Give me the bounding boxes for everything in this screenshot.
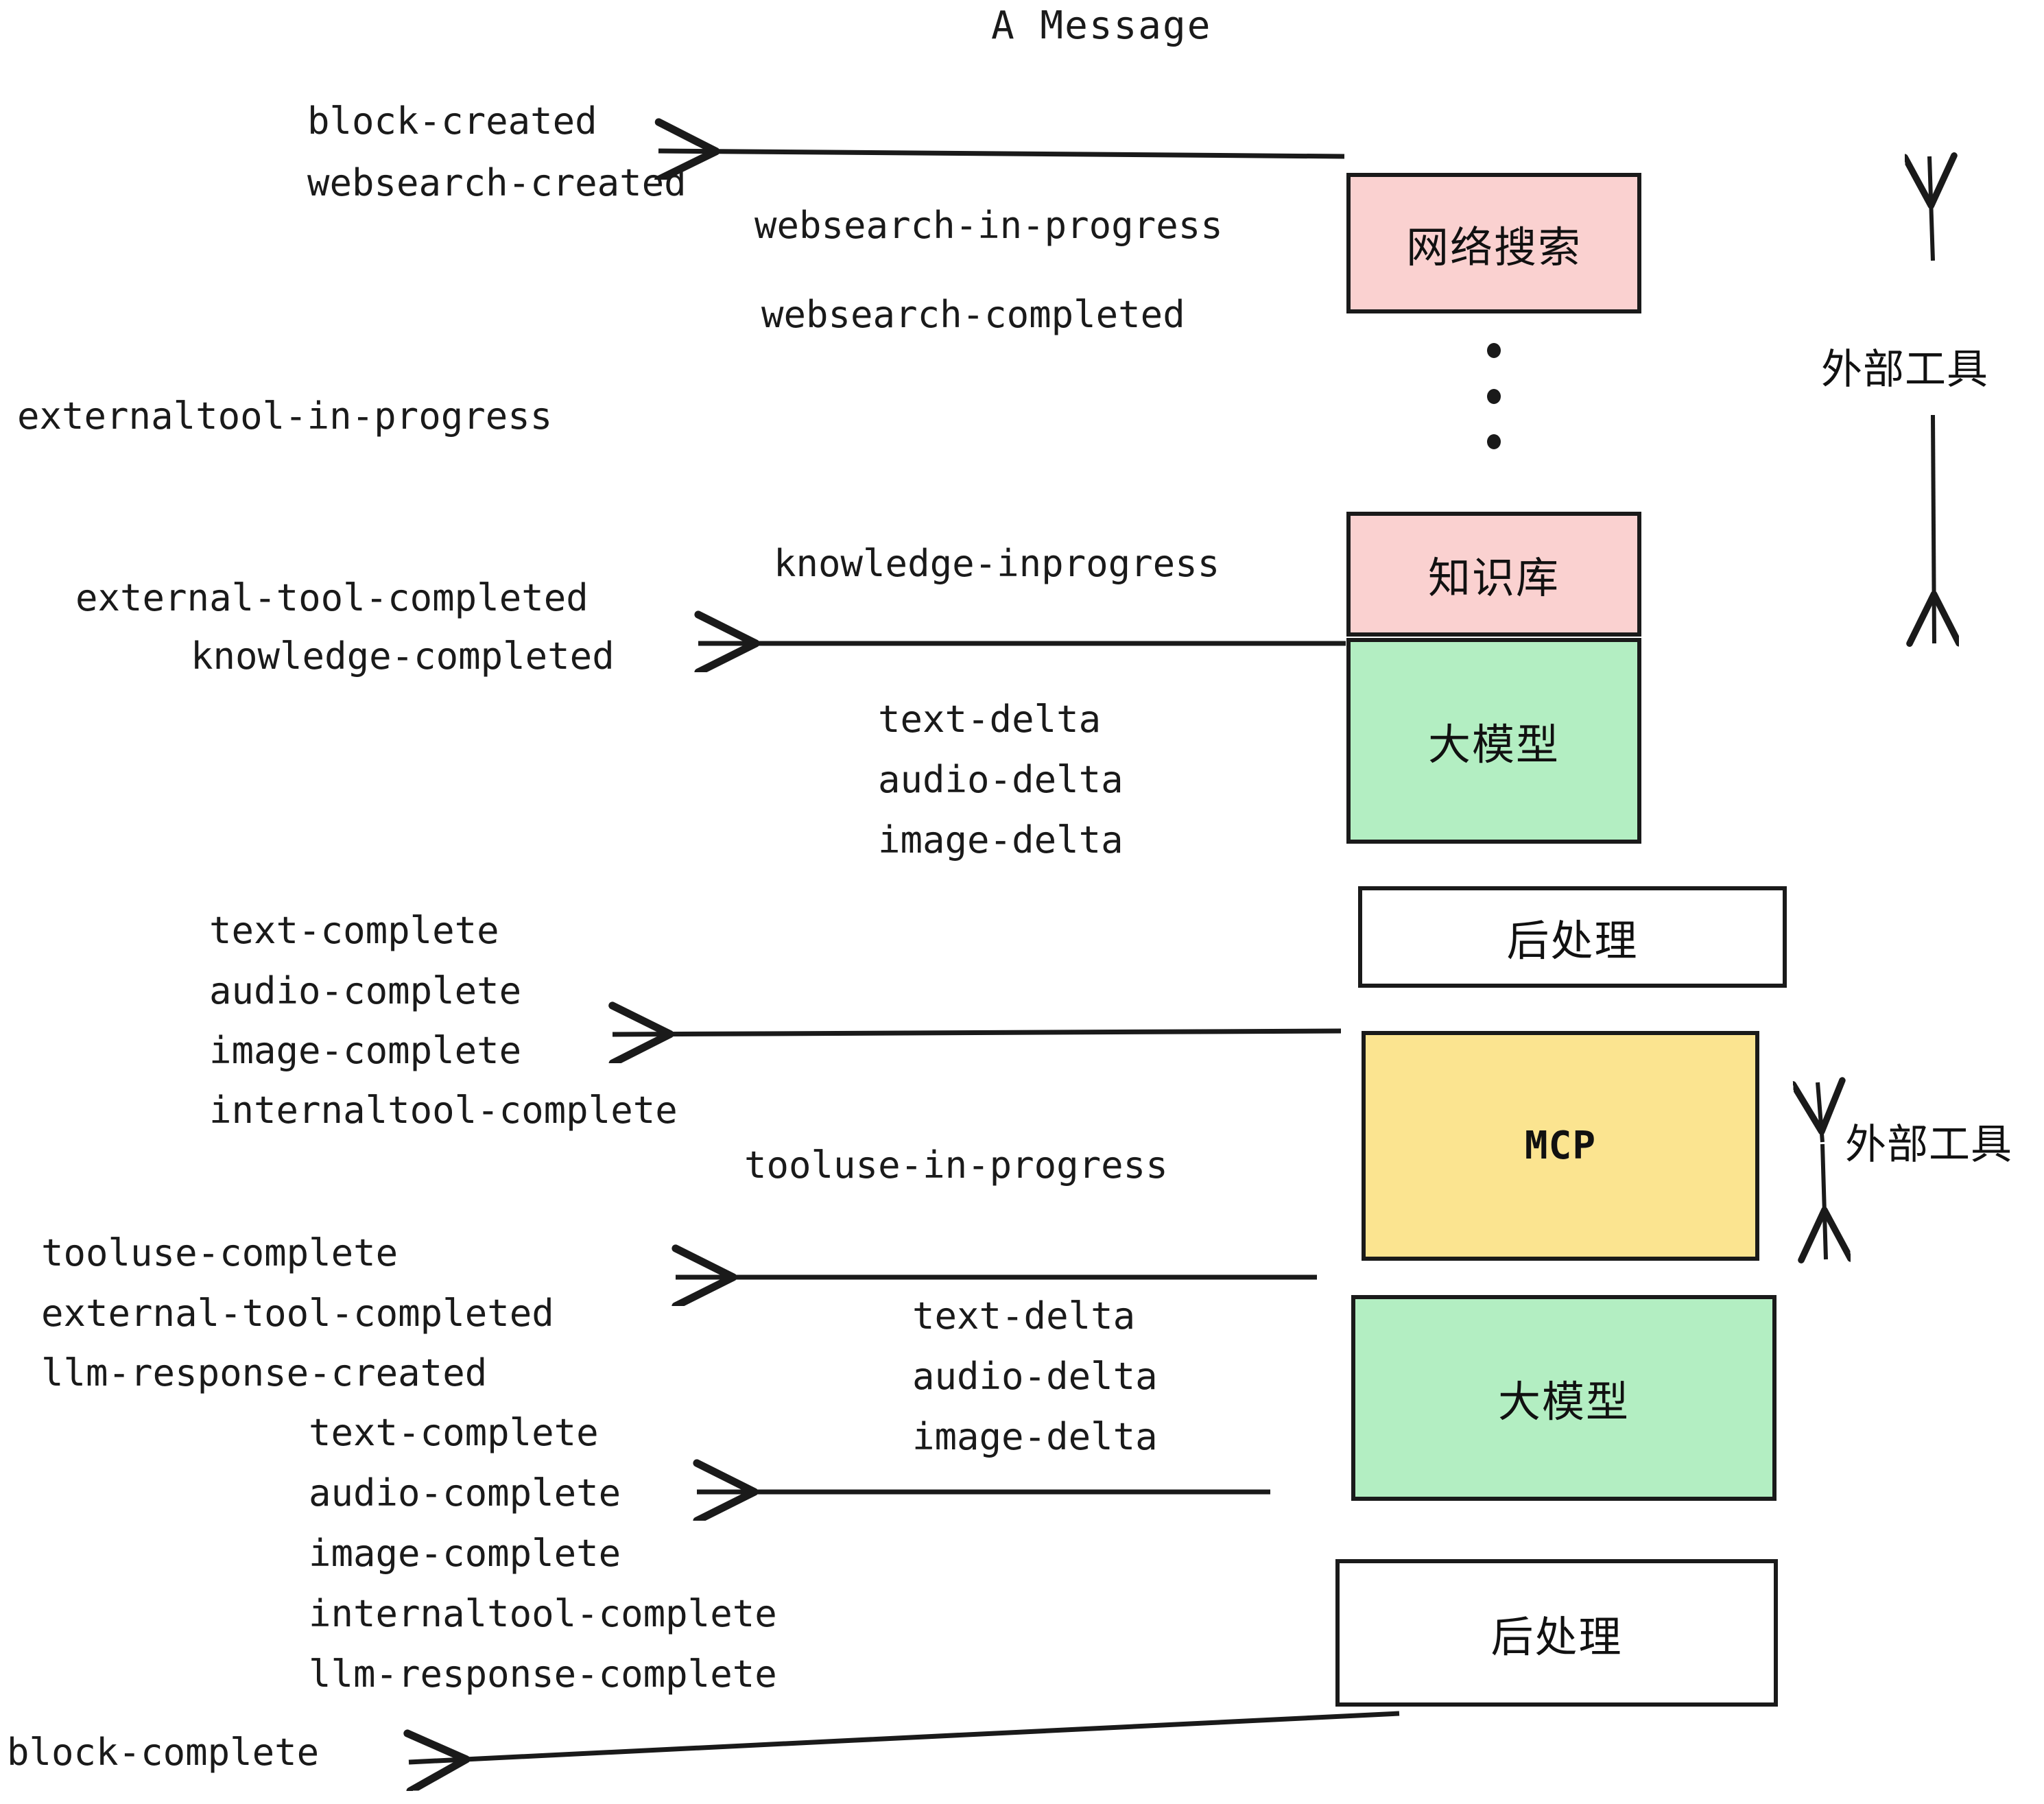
box-mcp[interactable]: MCP <box>1362 1031 1759 1261</box>
event-audio-delta-1: audio-delta <box>878 758 1124 801</box>
box-llm-bottom[interactable]: 大模型 <box>1351 1295 1776 1501</box>
event-audio-complete-2: audio-complete <box>309 1471 621 1515</box>
arrow-postprocess-to-block-complete <box>409 1711 1400 1762</box>
event-tooluse-in-progress: tooluse-in-progress <box>744 1143 1168 1187</box>
event-websearch-created: websearch-created <box>307 161 687 204</box>
event-external-tool-completed-1: external-tool-completed <box>75 576 589 619</box>
diagram-title: A Message <box>991 3 1212 48</box>
event-block-created: block-created <box>307 99 597 143</box>
event-llm-response-created: llm-response-created <box>41 1351 488 1394</box>
event-websearch-completed: websearch-completed <box>761 293 1185 336</box>
box-websearch[interactable]: 网络搜索 <box>1346 173 1641 313</box>
ellipsis-dot <box>1487 388 1501 404</box>
arrow-external-tool-top-up <box>1929 156 1933 261</box>
event-externaltool-in-progress: externaltool-in-progress <box>17 394 553 438</box>
event-text-complete-2: text-complete <box>309 1411 599 1454</box>
arrow-websearch-to-block-created <box>658 151 1345 156</box>
arrow-postprocess-to-image-complete <box>613 1031 1342 1034</box>
ellipsis-dot <box>1487 434 1501 449</box>
event-knowledge-inprogress: knowledge-inprogress <box>774 542 1220 585</box>
event-external-tool-completed-2: external-tool-completed <box>41 1292 554 1335</box>
box-websearch-label: 网络搜索 <box>1405 222 1582 272</box>
ellipsis-dot <box>1487 343 1501 358</box>
box-postprocess-top-label: 后处理 <box>1506 916 1639 966</box>
event-text-delta-2: text-delta <box>912 1294 1136 1338</box>
box-llm-bottom-label: 大模型 <box>1497 1377 1630 1427</box>
event-block-complete: block-complete <box>7 1731 320 1774</box>
box-mcp-label: MCP <box>1524 1124 1597 1168</box>
arrow-external-tool-top-down <box>1933 414 1934 643</box>
event-internaltool-complete-1: internaltool-complete <box>209 1089 678 1132</box>
event-text-complete-1: text-complete <box>209 909 499 952</box>
event-image-complete-1: image-complete <box>209 1029 522 1072</box>
event-llm-response-complete: llm-response-complete <box>309 1652 777 1696</box>
box-postprocess-bottom[interactable]: 后处理 <box>1335 1559 1778 1707</box>
box-knowledge-base-label: 知识库 <box>1427 553 1560 603</box>
event-internaltool-complete-2: internaltool-complete <box>309 1592 777 1635</box>
box-llm-top-label: 大模型 <box>1427 720 1560 770</box>
event-audio-delta-2: audio-delta <box>912 1355 1158 1398</box>
box-postprocess-top[interactable]: 后处理 <box>1358 886 1787 988</box>
side-label-external-tool-bottom: 外部工具 <box>1845 1121 2012 1169</box>
event-text-delta-1: text-delta <box>878 698 1102 741</box>
arrow-external-tool-bottom-down <box>1822 1143 1826 1259</box>
event-tooluse-complete: tooluse-complete <box>41 1231 399 1274</box>
side-label-external-tool-top: 外部工具 <box>1821 346 1988 394</box>
event-image-delta-2: image-delta <box>912 1415 1158 1458</box>
event-image-complete-2: image-complete <box>309 1532 621 1575</box>
box-knowledge-base[interactable]: 知识库 <box>1346 512 1641 637</box>
event-audio-complete-1: audio-complete <box>209 969 522 1012</box>
event-websearch-in-progress: websearch-in-progress <box>754 204 1223 247</box>
arrow-external-tool-bottom-up <box>1818 1082 1822 1143</box>
vertical-ellipsis <box>1487 343 1501 449</box>
box-postprocess-bottom-label: 后处理 <box>1490 1611 1623 1662</box>
event-image-delta-1: image-delta <box>878 818 1124 862</box>
box-llm-top[interactable]: 大模型 <box>1346 638 1641 844</box>
event-knowledge-completed: knowledge-completed <box>191 634 615 678</box>
